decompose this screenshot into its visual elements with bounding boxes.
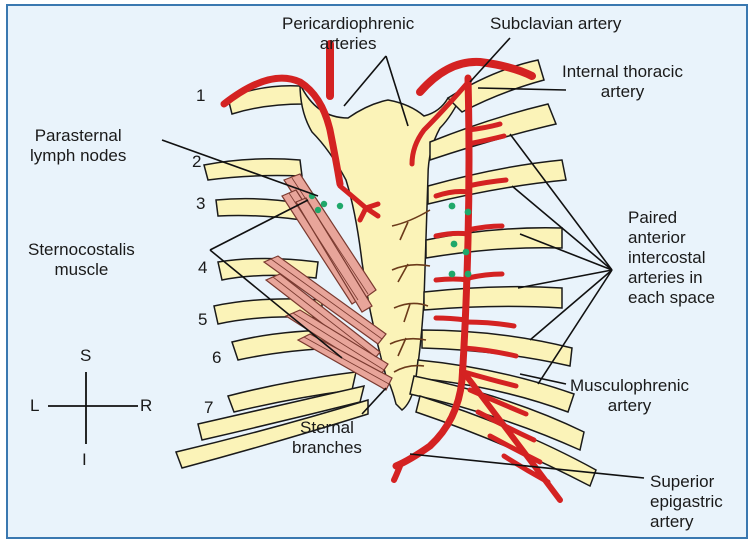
compass-inferior: I bbox=[82, 450, 87, 470]
label-paired-line3: intercostal bbox=[628, 248, 715, 268]
label-parasternal-line1: Parasternal bbox=[30, 126, 126, 146]
label-superior-line1: Superior bbox=[650, 472, 723, 492]
label-superior-line2: epigastric bbox=[650, 492, 723, 512]
label-internal-thoracic-line1: Internal thoracic bbox=[562, 62, 683, 82]
label-sternocostalis-line2: muscle bbox=[28, 260, 135, 280]
rib-number-1: 1 bbox=[196, 86, 205, 106]
rib-number-4: 4 bbox=[198, 258, 207, 278]
compass-superior: S bbox=[80, 346, 91, 366]
label-paired-line5: each space bbox=[628, 288, 715, 308]
label-parasternal-line2: lymph nodes bbox=[30, 146, 126, 166]
label-sternocostalis-muscle: Sternocostalis muscle bbox=[28, 240, 135, 280]
label-internal-thoracic-line2: artery bbox=[562, 82, 683, 102]
label-superior-line3: artery bbox=[650, 512, 723, 532]
left-rib-2 bbox=[204, 159, 302, 180]
label-sternal-line1: Sternal bbox=[292, 418, 362, 438]
label-pericardiophrenic-line2: arteries bbox=[282, 34, 414, 54]
label-sternal-branches: Sternal branches bbox=[292, 418, 362, 458]
label-internal-thoracic-artery: Internal thoracic artery bbox=[562, 62, 683, 102]
right-rib-6 bbox=[422, 330, 572, 366]
label-musculophrenic-line1: Musculophrenic bbox=[570, 376, 689, 396]
orientation-compass bbox=[48, 372, 138, 444]
compass-left: L bbox=[30, 396, 39, 416]
label-sternal-line2: branches bbox=[292, 438, 362, 458]
label-musculophrenic-artery: Musculophrenic artery bbox=[570, 376, 689, 416]
rib-number-5: 5 bbox=[198, 310, 207, 330]
label-paired-anterior-intercostal: Paired anterior intercostal arteries in … bbox=[628, 208, 715, 308]
rib-number-2: 2 bbox=[192, 152, 201, 172]
label-musculophrenic-line2: artery bbox=[570, 396, 689, 416]
label-paired-line2: anterior bbox=[628, 228, 715, 248]
label-parasternal-lymph-nodes: Parasternal lymph nodes bbox=[30, 126, 126, 166]
label-pericardiophrenic-line1: Pericardiophrenic bbox=[282, 14, 414, 34]
rib-number-6: 6 bbox=[212, 348, 221, 368]
label-superior-epigastric-artery: Superior epigastric artery bbox=[650, 472, 723, 532]
compass-right: R bbox=[140, 396, 152, 416]
rib-number-3: 3 bbox=[196, 194, 205, 214]
label-paired-line4: arteries in bbox=[628, 268, 715, 288]
right-rib-5 bbox=[424, 287, 562, 310]
label-sternocostalis-line1: Sternocostalis bbox=[28, 240, 135, 260]
rib-number-7: 7 bbox=[204, 398, 213, 418]
label-subclavian-artery: Subclavian artery bbox=[490, 14, 621, 34]
label-paired-line1: Paired bbox=[628, 208, 715, 228]
label-pericardiophrenic-arteries: Pericardiophrenic arteries bbox=[282, 14, 414, 54]
